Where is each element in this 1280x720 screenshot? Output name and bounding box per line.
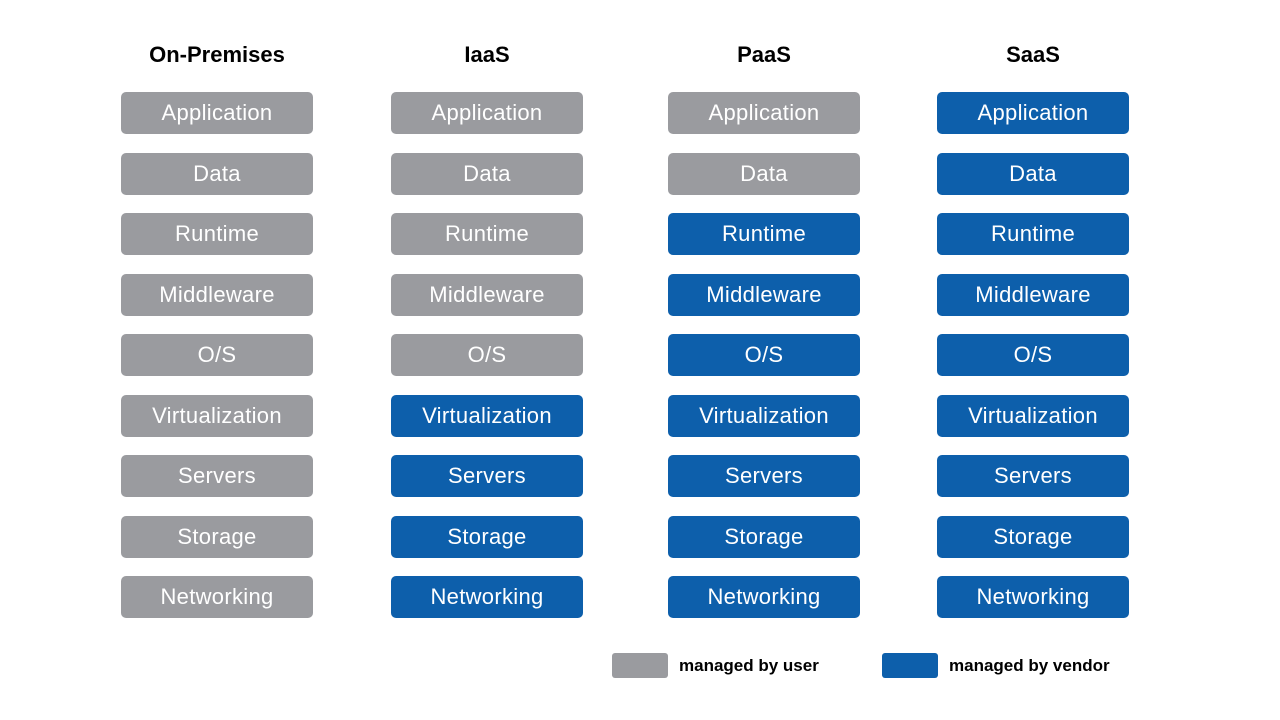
layer-os: O/S <box>391 334 583 376</box>
column-title: On-Premises <box>149 42 285 67</box>
layer-storage: Storage <box>121 515 313 558</box>
layer-middleware: Middleware <box>937 273 1129 316</box>
legend-label-user: managed by user <box>679 655 819 675</box>
layer-virtualization: Virtualization <box>121 394 313 437</box>
layer-application: Application <box>668 92 860 134</box>
layer-runtime: Runtime <box>937 213 1129 255</box>
column-paas: PaaS Application Data Runtime Middleware… <box>668 38 860 618</box>
layer-os: O/S <box>668 334 860 376</box>
layer-storage: Storage <box>391 515 583 558</box>
layer-stack: Application Data Runtime Middleware O/S … <box>121 92 313 618</box>
column-saas: SaaS Application Data Runtime Middleware… <box>937 38 1129 618</box>
column-iaas: IaaS Application Data Runtime Middleware… <box>391 38 583 618</box>
layer-application: Application <box>121 92 313 134</box>
legend-label-vendor: managed by vendor <box>949 655 1110 675</box>
layer-application: Application <box>391 92 583 134</box>
layer-servers: Servers <box>668 455 860 497</box>
legend-item-user: managed by user <box>612 653 819 678</box>
layer-servers: Servers <box>391 455 583 497</box>
layer-networking: Networking <box>391 576 583 618</box>
layer-data: Data <box>391 152 583 195</box>
legend-swatch-vendor <box>882 653 938 678</box>
legend-item-vendor: managed by vendor <box>882 653 1110 678</box>
layer-stack: Application Data Runtime Middleware O/S … <box>937 92 1129 618</box>
layer-runtime: Runtime <box>391 213 583 255</box>
layer-os: O/S <box>937 334 1129 376</box>
layer-storage: Storage <box>937 515 1129 558</box>
layer-virtualization: Virtualization <box>391 394 583 437</box>
layer-virtualization: Virtualization <box>668 394 860 437</box>
layer-networking: Networking <box>121 576 313 618</box>
column-title: IaaS <box>464 42 510 67</box>
layer-application: Application <box>937 92 1129 134</box>
layer-middleware: Middleware <box>668 273 860 316</box>
layer-storage: Storage <box>668 515 860 558</box>
layer-servers: Servers <box>937 455 1129 497</box>
layer-networking: Networking <box>937 576 1129 618</box>
column-title: SaaS <box>1006 42 1060 67</box>
layer-networking: Networking <box>668 576 860 618</box>
layer-stack: Application Data Runtime Middleware O/S … <box>391 92 583 618</box>
layer-stack: Application Data Runtime Middleware O/S … <box>668 92 860 618</box>
layer-os: O/S <box>121 334 313 376</box>
layer-servers: Servers <box>121 455 313 497</box>
layer-runtime: Runtime <box>668 213 860 255</box>
layer-virtualization: Virtualization <box>937 394 1129 437</box>
layer-data: Data <box>668 152 860 195</box>
layer-runtime: Runtime <box>121 213 313 255</box>
layer-middleware: Middleware <box>121 273 313 316</box>
column-on-premises: On-Premises Application Data Runtime Mid… <box>121 38 313 618</box>
layer-data: Data <box>937 152 1129 195</box>
layer-data: Data <box>121 152 313 195</box>
layer-middleware: Middleware <box>391 273 583 316</box>
column-title: PaaS <box>737 42 791 67</box>
legend-swatch-user <box>612 653 668 678</box>
